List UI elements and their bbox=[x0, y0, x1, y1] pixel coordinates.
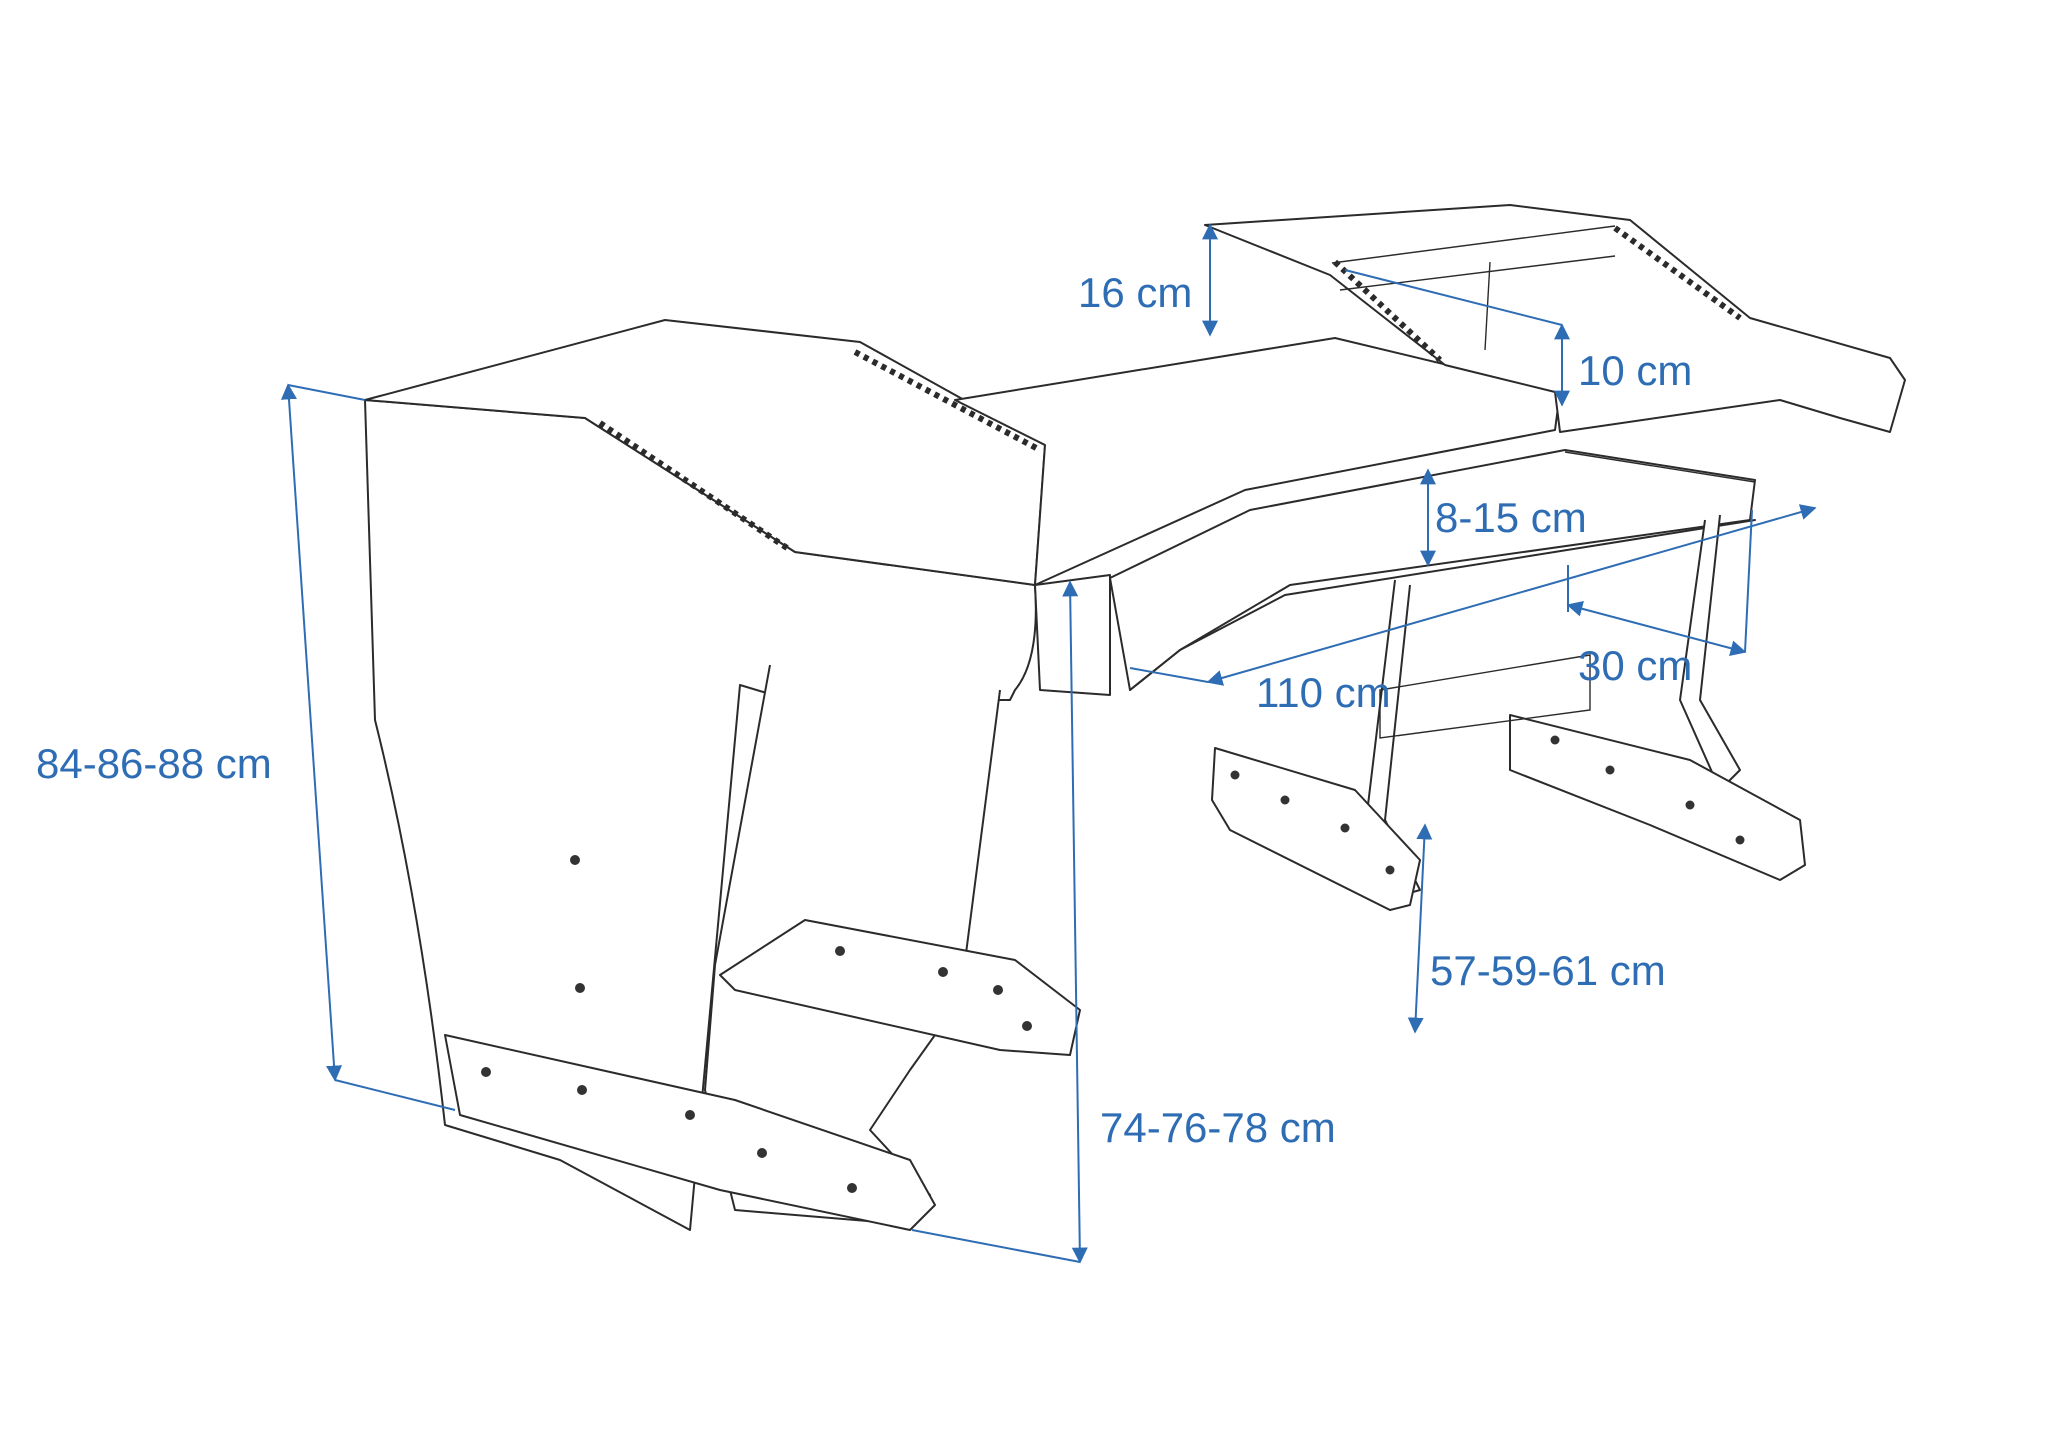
center-front-drop bbox=[1034, 574, 1111, 696]
label-top-rack-height: 16 cm bbox=[1078, 269, 1193, 316]
left-side-panel bbox=[364, 399, 1037, 1231]
right-foot-middle bbox=[1211, 747, 1421, 911]
label-shelf-width: 110 cm bbox=[1256, 669, 1391, 716]
dim-desk-height bbox=[1062, 580, 1088, 1264]
dim-overall-height bbox=[280, 383, 343, 1082]
dim-shelf-width bbox=[1206, 504, 1817, 686]
left-foot-front bbox=[444, 1034, 936, 1231]
label-top-rack-offset: 10 cm bbox=[1578, 347, 1693, 394]
dimension-lines bbox=[280, 223, 1817, 1264]
right-foot-end bbox=[1509, 714, 1806, 881]
label-shelf-gap: 8-15 cm bbox=[1435, 494, 1587, 541]
center-worksurface bbox=[954, 337, 1561, 586]
label-overall-height: 84-86-88 cm bbox=[36, 740, 272, 787]
right-rack-bay bbox=[1204, 204, 1906, 433]
dim-shelf-depth bbox=[1566, 600, 1747, 657]
label-shelf-depth: 30 cm bbox=[1578, 642, 1693, 689]
label-keyboard-shelf-height: 57-59-61 cm bbox=[1430, 947, 1666, 994]
left-foot-rear bbox=[719, 919, 1081, 1056]
dim-keyboard-shelf-height bbox=[1407, 823, 1433, 1034]
label-desk-height: 74-76-78 cm bbox=[1100, 1104, 1336, 1151]
